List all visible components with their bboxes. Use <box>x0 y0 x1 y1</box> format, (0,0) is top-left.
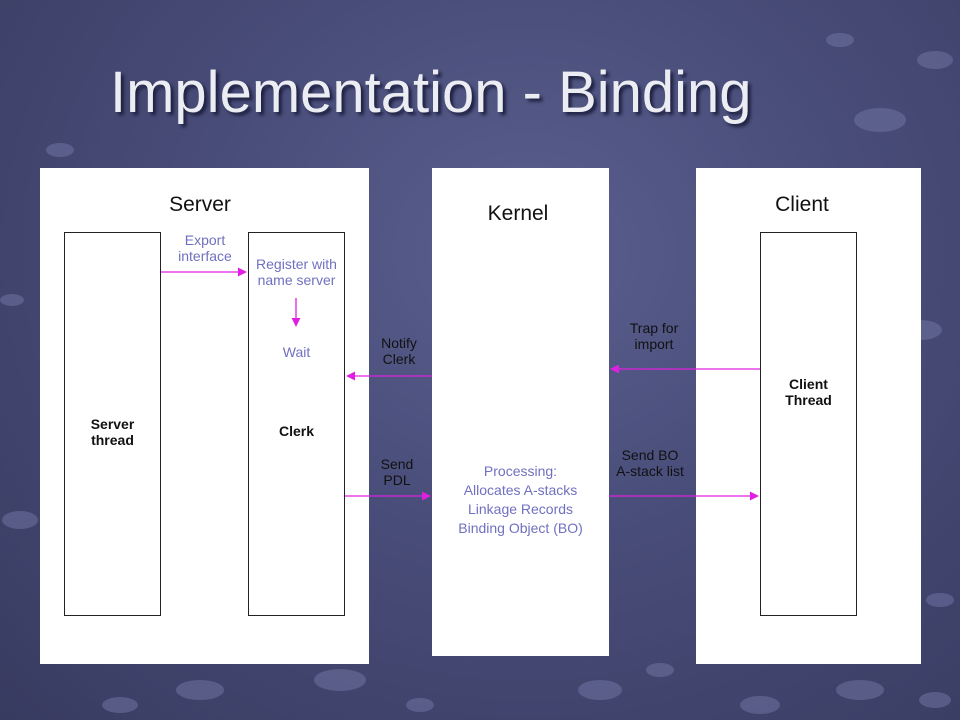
server-heading: Server <box>169 193 231 216</box>
server-thread-label: Server thread <box>90 416 135 449</box>
notify-clerk-label: Notify Clerk <box>381 335 417 368</box>
kernel-heading: Kernel <box>487 202 549 225</box>
processing-label: Processing: Allocates A-stacks Linkage R… <box>458 463 583 536</box>
clerk-box <box>248 232 345 616</box>
send-bo-label: Send BO A-stack list <box>616 447 684 480</box>
client-thread-label: Client Thread <box>785 376 832 409</box>
slide-title: Implementation - Binding <box>110 60 752 125</box>
server-thread-box <box>64 232 161 616</box>
send-pdl-label: Send PDL <box>380 456 414 489</box>
client-thread-box <box>760 232 857 616</box>
trap-for-import-label: Trap for import <box>629 320 679 353</box>
export-interface-label: Export interface <box>178 232 232 265</box>
register-name-server-label: Register with name server <box>256 256 337 289</box>
client-heading: Client <box>775 193 829 216</box>
clerk-label: Clerk <box>278 423 315 439</box>
kernel-panel <box>432 168 609 656</box>
wait-label: Wait <box>282 344 311 360</box>
